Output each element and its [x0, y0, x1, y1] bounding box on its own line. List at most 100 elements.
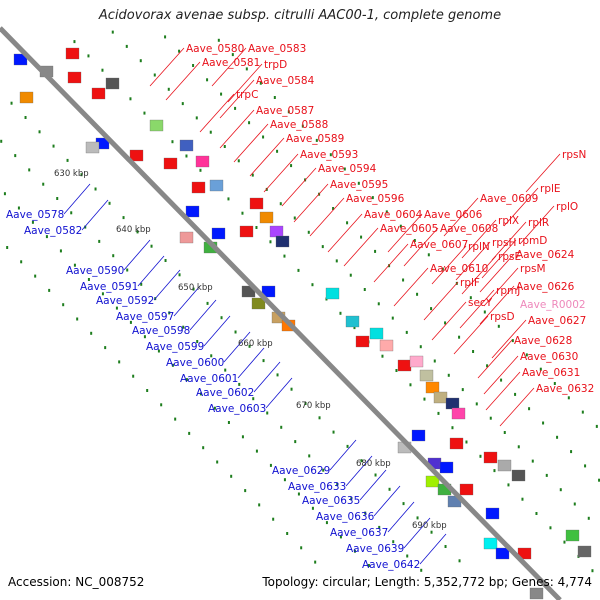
tick-dot — [174, 417, 177, 421]
gene-block — [451, 407, 466, 420]
gene-block — [529, 587, 544, 600]
tick-dot — [545, 473, 548, 477]
tick-dot — [59, 249, 62, 253]
gene-label-reverse: Aave_0591 — [80, 281, 138, 293]
tick-dot — [248, 121, 251, 125]
gene-block — [483, 537, 498, 550]
tick-dot — [584, 464, 587, 468]
tick-dot — [437, 411, 440, 415]
genome-summary: Topology: circular; Length: 5,352,772 bp… — [262, 575, 592, 589]
tick-dot — [132, 374, 135, 378]
leader-line — [63, 183, 91, 215]
leader-line — [343, 227, 379, 267]
tick-dot — [146, 389, 149, 392]
tick-dot — [567, 396, 570, 400]
tick-dot — [262, 359, 265, 363]
tick-dot — [101, 292, 104, 296]
gene-block — [259, 211, 274, 224]
tick-dot — [192, 64, 195, 67]
tick-dot — [217, 38, 220, 42]
gene-label-reverse: Aave_0600 — [166, 357, 224, 369]
gene-block — [179, 139, 194, 152]
tick-dot — [479, 454, 482, 458]
gene-label-reverse: Aave_0629 — [272, 465, 330, 477]
tick-dot — [266, 411, 269, 415]
tick-dot — [595, 424, 598, 428]
tick-dot — [259, 81, 262, 85]
tick-dot — [248, 344, 251, 348]
gene-block — [483, 451, 498, 464]
tick-dot — [311, 283, 314, 287]
gene-block — [425, 475, 440, 488]
tick-dot — [293, 216, 296, 220]
tick-dot — [475, 402, 478, 406]
leader-line — [203, 315, 231, 347]
tick-dot — [251, 173, 254, 177]
tick-dot — [371, 196, 374, 200]
tick-dot — [357, 181, 360, 185]
gene-label-forward: Aave_0626 — [516, 281, 575, 293]
gene-label-forward: Aave_0631 — [522, 367, 580, 379]
leader-line — [189, 299, 217, 331]
tick-dot — [76, 317, 79, 321]
gene-block — [149, 119, 164, 132]
gene-block — [105, 77, 120, 90]
tick-dot — [503, 431, 506, 434]
tick-dot — [178, 49, 181, 53]
leader-line — [153, 269, 181, 301]
gene-block — [439, 461, 454, 474]
tick-dot — [451, 426, 454, 430]
kbp-label: 660 kbp — [238, 339, 273, 349]
tick-dot — [178, 273, 181, 277]
gene-label-forward: Aave_0632 — [536, 383, 594, 395]
tick-dot — [125, 44, 128, 48]
gene-label-reverse: Aave_0602 — [196, 387, 254, 399]
gene-block — [511, 469, 526, 482]
gene-block — [209, 179, 224, 192]
tick-dot — [31, 220, 34, 224]
tick-dot — [252, 397, 255, 401]
leader-line — [483, 355, 519, 395]
tick-dot — [80, 173, 83, 177]
tick-dot — [164, 259, 167, 262]
tick-dot — [276, 373, 279, 377]
gene-block — [409, 355, 424, 368]
leader-line — [461, 219, 497, 259]
tick-dot — [339, 311, 342, 315]
gene-label-forward: rpsE — [498, 251, 521, 263]
gene-block — [163, 157, 178, 170]
tick-dot — [45, 235, 48, 239]
tick-dot — [279, 202, 282, 206]
leader-line — [477, 339, 513, 379]
gene-label-forward: trpD — [264, 59, 287, 71]
tick-dot — [231, 53, 234, 57]
tick-dot — [223, 145, 226, 148]
tick-dot — [276, 149, 279, 153]
tick-dot — [332, 207, 335, 210]
gene-block — [459, 483, 474, 496]
leader-line — [491, 221, 527, 261]
gene-block — [269, 225, 284, 238]
tick-dot — [406, 554, 409, 558]
gene-block — [397, 359, 412, 372]
tick-dot — [353, 549, 356, 553]
tick-dot — [269, 240, 272, 244]
tick-dot — [336, 483, 339, 486]
tick-dot — [304, 402, 307, 405]
tick-dot — [469, 296, 472, 300]
kbp-label: 650 kbp — [178, 283, 213, 293]
tick-dot — [118, 360, 121, 364]
tick-dot — [444, 321, 447, 325]
tick-dot — [363, 288, 366, 291]
gene-block — [129, 149, 144, 162]
gene-block — [191, 181, 206, 194]
gene-label-reverse: Aave_0603 — [208, 403, 266, 415]
tick-dot — [150, 244, 153, 248]
tick-dot — [381, 354, 384, 358]
tick-dot — [444, 545, 447, 548]
leader-line — [373, 485, 401, 517]
gene-block — [179, 231, 194, 244]
tick-dot — [525, 353, 528, 357]
gene-label-forward: Aave_0596 — [346, 193, 405, 205]
gene-label-reverse: Aave_0633 — [288, 481, 346, 493]
